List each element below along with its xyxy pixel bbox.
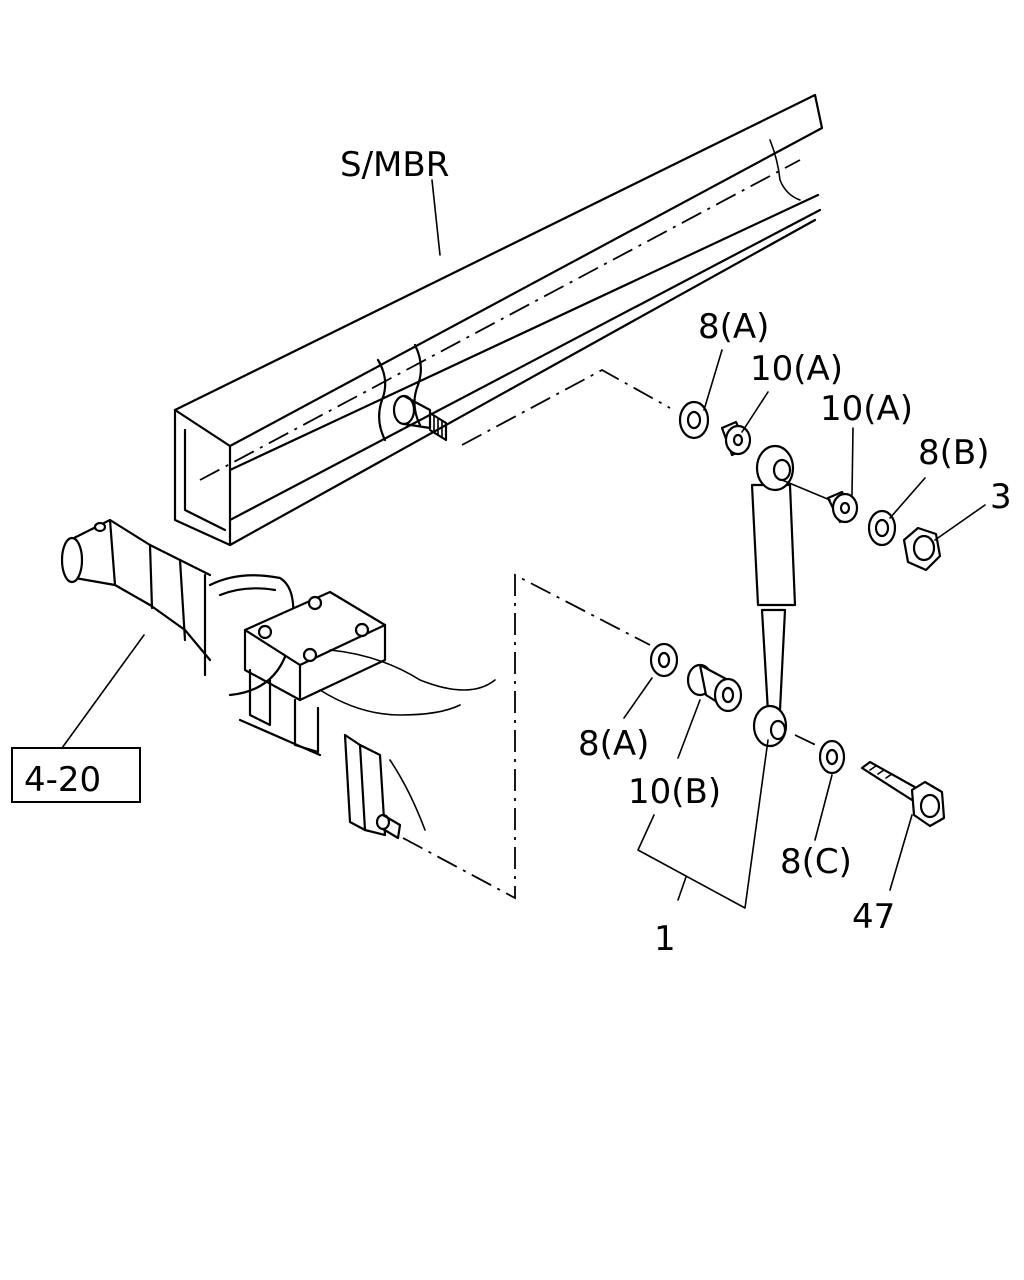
reference-box-4-20 xyxy=(11,747,141,803)
label-8a-top: 8(A) xyxy=(698,307,769,347)
label-1: 1 xyxy=(654,919,676,959)
bushing-10b xyxy=(686,663,743,713)
label-8b: 8(B) xyxy=(918,433,990,473)
assembly-line-top xyxy=(461,368,671,446)
nut-3 xyxy=(902,526,942,572)
bushing-10a-right xyxy=(826,490,859,524)
leader-lines-bottom xyxy=(61,634,913,909)
label-3: 3 xyxy=(990,477,1012,517)
label-ref-4-20: 4-20 xyxy=(24,760,101,800)
washer-8a-bottom xyxy=(649,642,679,678)
center-bearing-bracket xyxy=(238,590,496,757)
label-side-member: S/MBR xyxy=(340,145,449,185)
washer-8b xyxy=(867,509,897,547)
assembly-line-bottom xyxy=(402,573,651,900)
label-8c: 8(C) xyxy=(780,842,852,882)
label-10a-left: 10(A) xyxy=(750,349,843,389)
assembly-line-lower-right xyxy=(794,734,823,749)
leader-lines-top xyxy=(431,179,986,541)
label-10b: 10(B) xyxy=(628,772,721,812)
label-8a-bottom: 8(A) xyxy=(578,724,649,764)
bushing-10a-left xyxy=(720,420,752,457)
label-47: 47 xyxy=(852,897,895,937)
washer-8c xyxy=(818,739,846,775)
rail-stud xyxy=(392,394,448,442)
propeller-shaft-joint xyxy=(60,518,295,697)
side-member-frame-rail xyxy=(173,93,824,547)
bolt-47 xyxy=(860,760,946,828)
label-10a-right: 10(A) xyxy=(820,389,913,429)
shock-absorber xyxy=(750,444,797,748)
lower-bracket-pin xyxy=(343,733,426,840)
washer-8a-top xyxy=(678,400,710,440)
